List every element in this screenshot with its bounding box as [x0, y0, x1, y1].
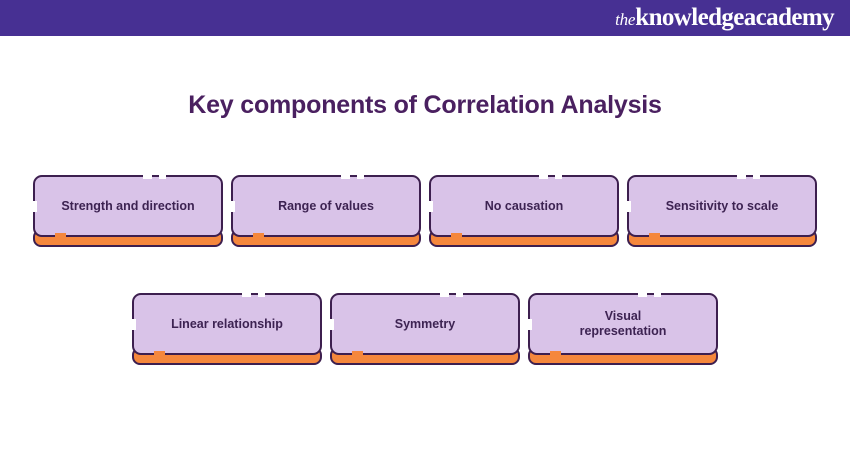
- component-box-body: No causation: [428, 174, 619, 237]
- border-dash-gap-left: [230, 201, 235, 212]
- component-box-body: Range of values: [230, 174, 421, 237]
- component-box[interactable]: Visual representation: [527, 292, 718, 365]
- component-box-body: Strength and direction: [32, 174, 223, 237]
- border-dash-gap-top-2: [456, 292, 463, 297]
- border-dash-gap-bottom: [253, 233, 264, 237]
- component-box[interactable]: Symmetry: [329, 292, 520, 365]
- border-dash-gap-bottom: [55, 233, 66, 237]
- component-row-1: Strength and direction Range of values No …: [0, 174, 850, 247]
- component-label: Visual representation: [579, 309, 667, 338]
- border-dash-gap-bottom: [451, 233, 462, 237]
- component-box[interactable]: Linear relationship: [131, 292, 322, 365]
- border-dash-gap-bottom: [550, 351, 561, 355]
- border-dash-gap-bottom: [649, 233, 660, 237]
- border-dash-gap-top-2: [159, 174, 166, 179]
- brand-name: knowledgeacademy: [635, 4, 834, 31]
- border-dash-gap-top: [341, 174, 350, 179]
- border-dash-gap-left: [329, 319, 334, 330]
- component-box-body: Symmetry: [329, 292, 520, 355]
- component-row-2: Linear relationship Symmetry Visual repres…: [0, 292, 850, 365]
- brand-prefix: the: [615, 10, 636, 29]
- border-dash-gap-top-2: [555, 174, 562, 179]
- border-dash-gap-top: [638, 292, 647, 297]
- border-dash-gap-top: [143, 174, 152, 179]
- border-dash-gap-left: [527, 319, 532, 330]
- border-dash-gap-bottom: [154, 351, 165, 355]
- border-dash-gap-top-2: [258, 292, 265, 297]
- component-label: Strength and direction: [61, 198, 195, 213]
- component-box[interactable]: Range of values: [230, 174, 421, 247]
- border-dash-gap-left: [626, 201, 631, 212]
- component-box-body: Visual representation: [527, 292, 718, 355]
- border-dash-gap-top: [539, 174, 548, 179]
- component-box-body: Sensitivity to scale: [626, 174, 817, 237]
- component-label: No causation: [484, 198, 564, 213]
- component-box[interactable]: Strength and direction: [32, 174, 223, 247]
- border-dash-gap-top-2: [357, 174, 364, 179]
- border-dash-gap-top-2: [654, 292, 661, 297]
- component-box[interactable]: Sensitivity to scale: [626, 174, 817, 247]
- border-dash-gap-bottom: [352, 351, 363, 355]
- border-dash-gap-top: [242, 292, 251, 297]
- component-label: Sensitivity to scale: [665, 198, 779, 213]
- component-label: Range of values: [278, 198, 374, 213]
- border-dash-gap-left: [32, 201, 37, 212]
- page-title: Key components of Correlation Analysis: [188, 91, 662, 119]
- border-dash-gap-left: [428, 201, 433, 212]
- border-dash-gap-top: [737, 174, 746, 179]
- component-box-body: Linear relationship: [131, 292, 322, 355]
- border-dash-gap-left: [131, 319, 136, 330]
- component-label: Linear relationship: [171, 316, 283, 331]
- border-dash-gap-top: [440, 292, 449, 297]
- border-dash-gap-top-2: [753, 174, 760, 179]
- component-box[interactable]: No causation: [428, 174, 619, 247]
- component-label: Symmetry: [394, 316, 456, 331]
